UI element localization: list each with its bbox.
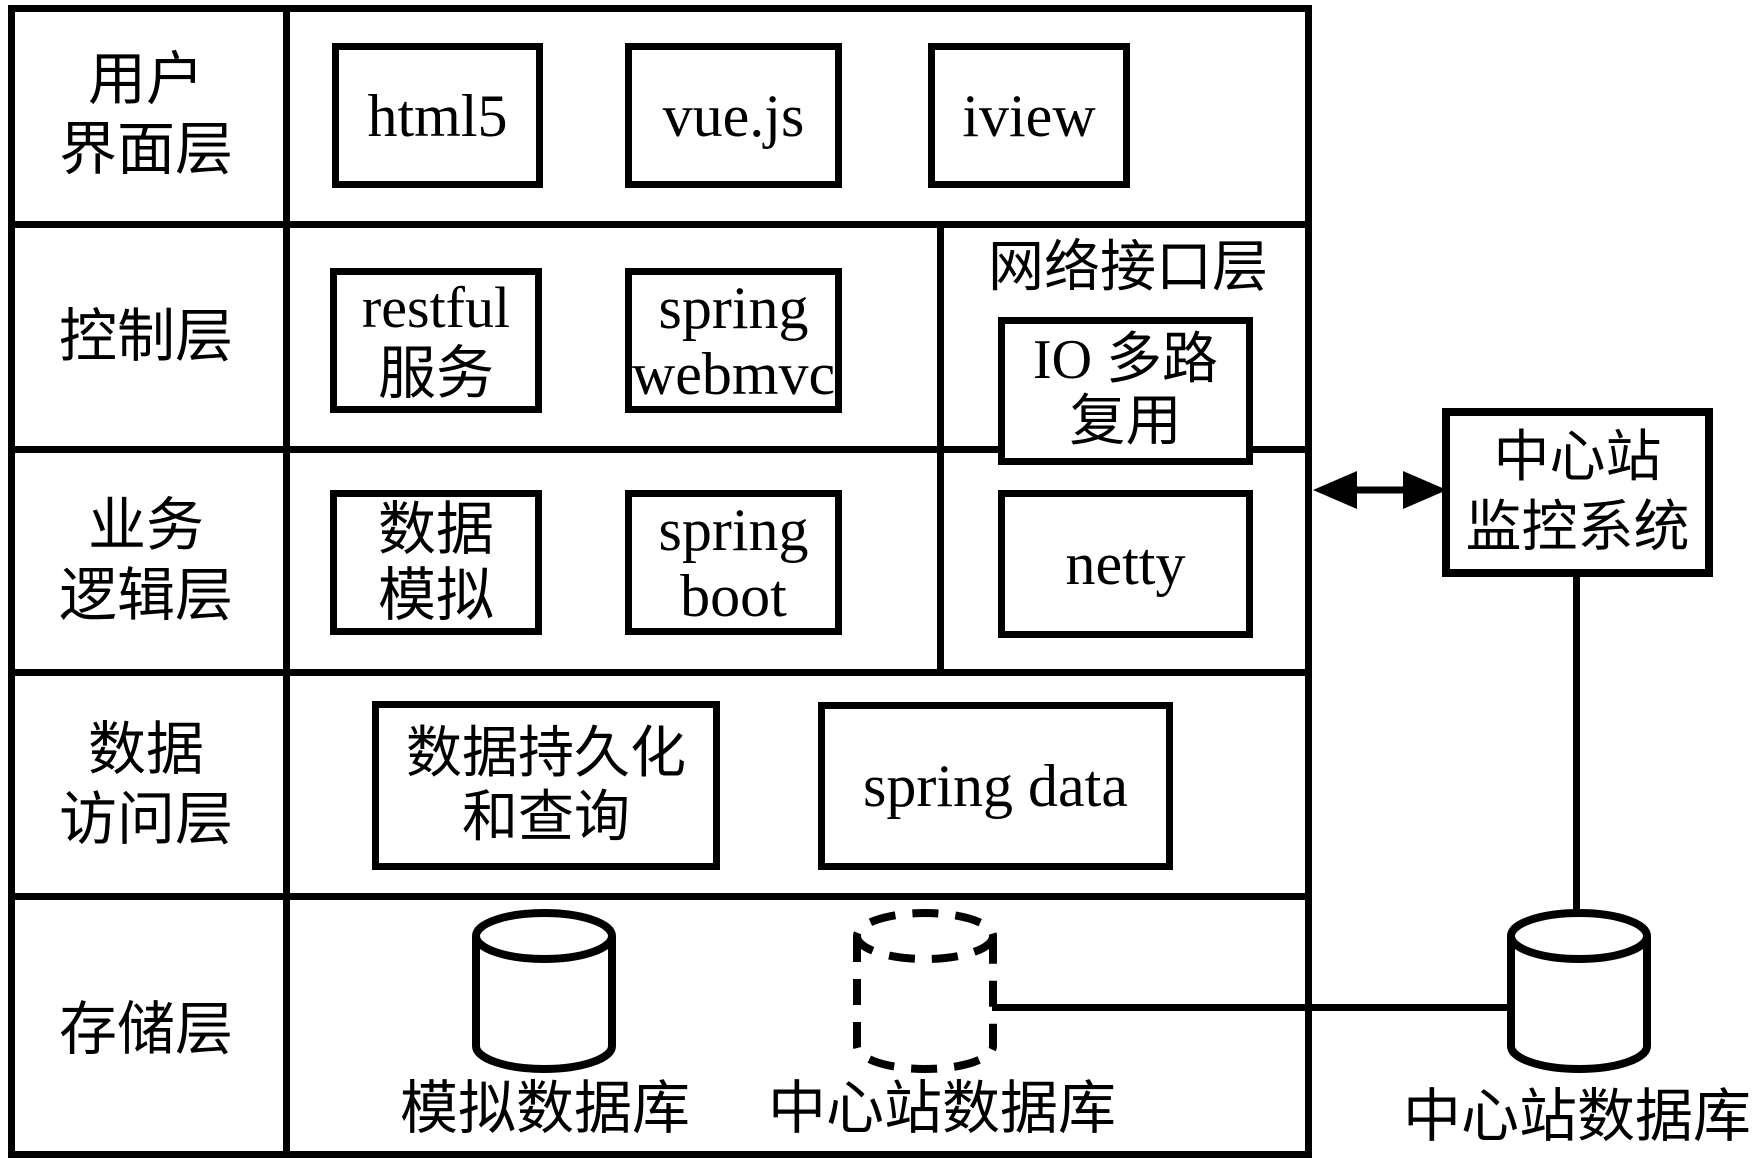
layer-label-ui-line1: 用户 bbox=[87, 47, 204, 112]
row-divider-1 bbox=[8, 221, 1312, 228]
layer-label-control-line1: 控制层 bbox=[58, 304, 233, 369]
layer-label-data-access-line2: 访问层 bbox=[58, 787, 233, 852]
monitor-to-db-connector bbox=[1573, 577, 1580, 917]
box-iview: iview bbox=[928, 43, 1130, 188]
box-spring-data: spring data bbox=[818, 702, 1173, 870]
box-data-simulation-line2: 模拟 bbox=[377, 562, 494, 628]
box-data-simulation-line1: 数据 bbox=[377, 496, 494, 562]
central-db-external-label-text: 中心站数据库 bbox=[1402, 1084, 1751, 1149]
layer-label-ui-line2: 界面层 bbox=[58, 117, 233, 182]
box-html5: html5 bbox=[332, 43, 543, 188]
box-restful-line1: restful bbox=[361, 274, 511, 340]
box-netty-text: netty bbox=[1065, 531, 1186, 597]
dashed-db-to-central-db-connector bbox=[992, 1004, 1512, 1011]
box-io-multiplexing: IO 多路 复用 bbox=[998, 317, 1253, 465]
box-spring-webmvc-line2: webmvc bbox=[631, 340, 836, 407]
label-column-divider bbox=[283, 5, 290, 1158]
network-panel-title-text: 网络接口层 bbox=[988, 237, 1268, 299]
layer-label-business: 业务 逻辑层 bbox=[8, 491, 284, 631]
network-panel-title: 网络接口层 bbox=[944, 238, 1312, 298]
row-divider-2 bbox=[8, 446, 1312, 453]
box-data-simulation: 数据 模拟 bbox=[330, 490, 542, 635]
box-restful-service: restful 服务 bbox=[330, 268, 542, 413]
central-db-cylinder-dashed bbox=[853, 909, 997, 1073]
box-spring-boot-line2: boot bbox=[680, 562, 787, 629]
box-spring-data-text: spring data bbox=[863, 753, 1128, 819]
layer-label-control: 控制层 bbox=[8, 302, 284, 372]
network-panel-divider bbox=[937, 221, 944, 676]
central-monitor-system-line2: 监控系统 bbox=[1465, 496, 1690, 559]
row-divider-3 bbox=[8, 669, 1312, 676]
central-db-cylinder bbox=[1507, 909, 1651, 1073]
layer-label-storage: 存储层 bbox=[8, 995, 284, 1065]
row-divider-4 bbox=[8, 893, 1312, 900]
box-iview-text: iview bbox=[962, 82, 1096, 149]
layer-label-business-line2: 逻辑层 bbox=[58, 563, 233, 628]
layer-label-ui: 用户 界面层 bbox=[8, 45, 284, 185]
central-monitor-system-line1: 中心站 bbox=[1493, 426, 1662, 489]
box-spring-boot-line1: spring bbox=[658, 496, 809, 563]
simulation-db-label: 模拟数据库 bbox=[395, 1078, 695, 1140]
layer-label-data-access-line1: 数据 bbox=[87, 717, 204, 782]
box-io-multiplexing-line2: 复用 bbox=[1069, 391, 1182, 453]
box-html5-text: html5 bbox=[367, 82, 508, 149]
layer-label-data-access: 数据 访问层 bbox=[8, 715, 284, 855]
bidirectional-arrow-icon bbox=[1313, 471, 1447, 509]
layer-label-business-line1: 业务 bbox=[87, 493, 204, 558]
box-persistence-line2: 和查询 bbox=[462, 786, 630, 849]
layer-label-storage-line1: 存储层 bbox=[58, 997, 233, 1062]
box-vuejs: vue.js bbox=[625, 43, 842, 188]
box-persistence-query: 数据持久化 和查询 bbox=[372, 701, 720, 870]
box-netty: netty bbox=[998, 490, 1253, 638]
box-persistence-line1: 数据持久化 bbox=[406, 722, 686, 785]
simulation-db-cylinder bbox=[472, 909, 616, 1073]
box-spring-webmvc: spring webmvc bbox=[625, 268, 842, 413]
central-db-inner-label: 中心站数据库 bbox=[762, 1078, 1122, 1140]
central-db-external-label: 中心站数据库 bbox=[1397, 1086, 1754, 1148]
box-restful-line2: 服务 bbox=[377, 340, 494, 406]
simulation-db-label-text: 模拟数据库 bbox=[399, 1076, 690, 1141]
box-io-multiplexing-line1: IO 多路 bbox=[1032, 329, 1219, 391]
box-vuejs-text: vue.js bbox=[662, 82, 805, 149]
central-monitor-system-box: 中心站 监控系统 bbox=[1442, 408, 1713, 577]
box-spring-boot: spring boot bbox=[625, 490, 842, 635]
box-spring-webmvc-line1: spring bbox=[658, 274, 809, 341]
central-db-inner-label-text: 中心站数据库 bbox=[767, 1076, 1116, 1141]
